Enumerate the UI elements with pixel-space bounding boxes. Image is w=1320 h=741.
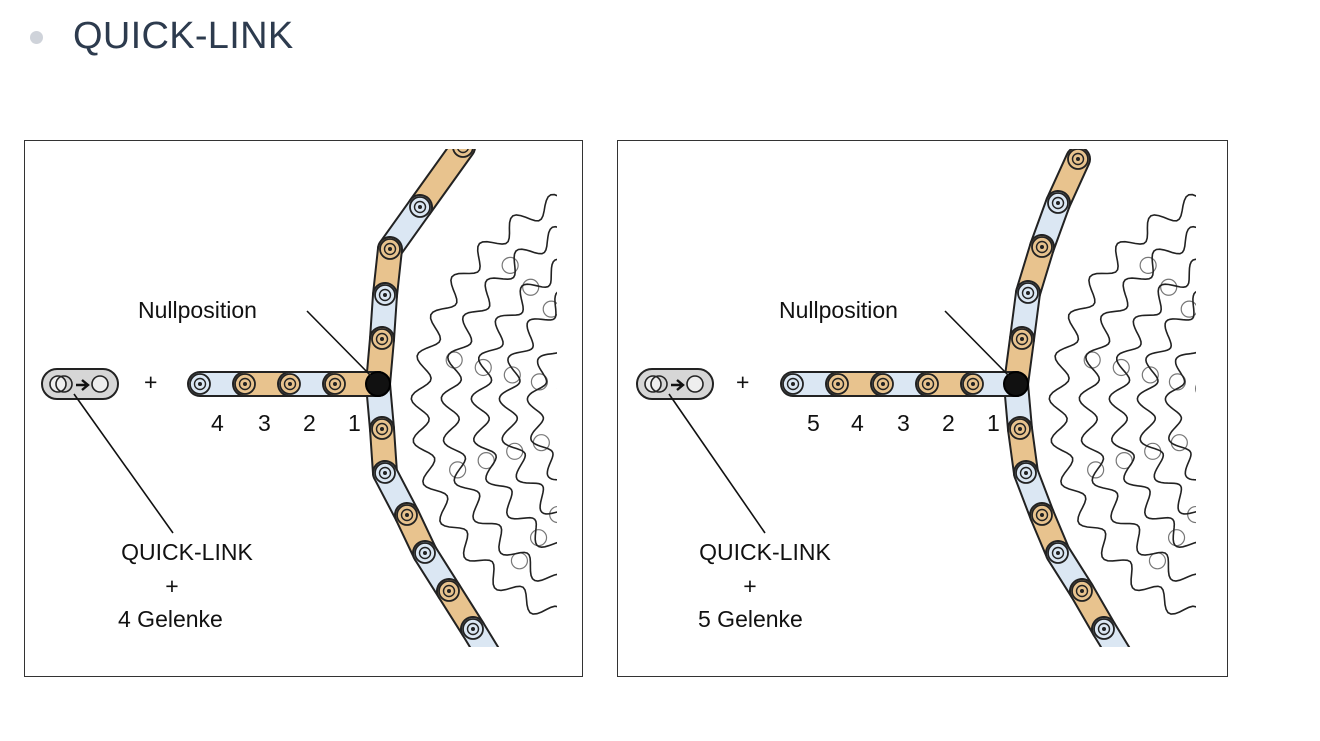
sprocket-outline [526,352,557,481]
quick-link-plus: + [165,573,179,599]
link-number: 1 [348,410,361,436]
diagram-panel-5-links: Nullposition + 5 4 3 2 1 QUICK-LINK + 5 … [617,140,1228,677]
chain-illustration [41,149,557,675]
link-number: 1 [987,410,1000,436]
page-title: QUICK-LINK [73,14,294,57]
diagram-panel-4-links: Nullposition + 4 3 2 1 QUICK-LINK + 4 Ge… [24,140,583,677]
sprocket-outline [1164,351,1196,481]
leader-line [306,310,373,378]
nullposition-label: Nullposition [138,297,257,323]
nullposition-label: Nullposition [779,297,898,323]
sprocket-outline [498,291,557,515]
sprocket-outline [1108,258,1196,549]
link-number: 3 [258,410,271,436]
section-heading: QUICK-LINK [30,12,293,60]
quick-link-label: QUICK-LINK [121,539,253,565]
arrow-icon [76,379,90,391]
quick-link-plus: + [743,573,757,599]
quick-link-label: QUICK-LINK [699,539,831,565]
bullet-icon [30,30,43,44]
sprocket-outline [1136,290,1196,515]
arrow-icon [671,379,685,391]
sprocket-outline [470,258,557,549]
null-position-pin [1003,371,1029,397]
sprocket-outline [1078,225,1196,582]
sprocket-outline [410,193,557,615]
link-number: 2 [942,410,955,436]
null-position-pin [365,371,391,397]
chain-illustration [636,149,1196,675]
leader-line [944,310,1011,378]
link-number: 3 [897,410,910,436]
gelenke-label: 5 Gelenke [698,606,803,632]
link-number: 2 [303,410,316,436]
sprocket-outline [440,225,557,582]
link-number: 4 [211,410,224,436]
plus-sign: + [736,369,750,395]
sprocket-outline [1048,193,1196,615]
chain-roller [485,655,505,675]
chain-roller [1116,655,1136,675]
link-number: 5 [807,410,820,436]
plus-sign: + [144,369,158,395]
gelenke-label: 4 Gelenke [118,606,223,632]
link-number: 4 [851,410,864,436]
leader-line [73,393,174,534]
leader-line [668,393,766,534]
